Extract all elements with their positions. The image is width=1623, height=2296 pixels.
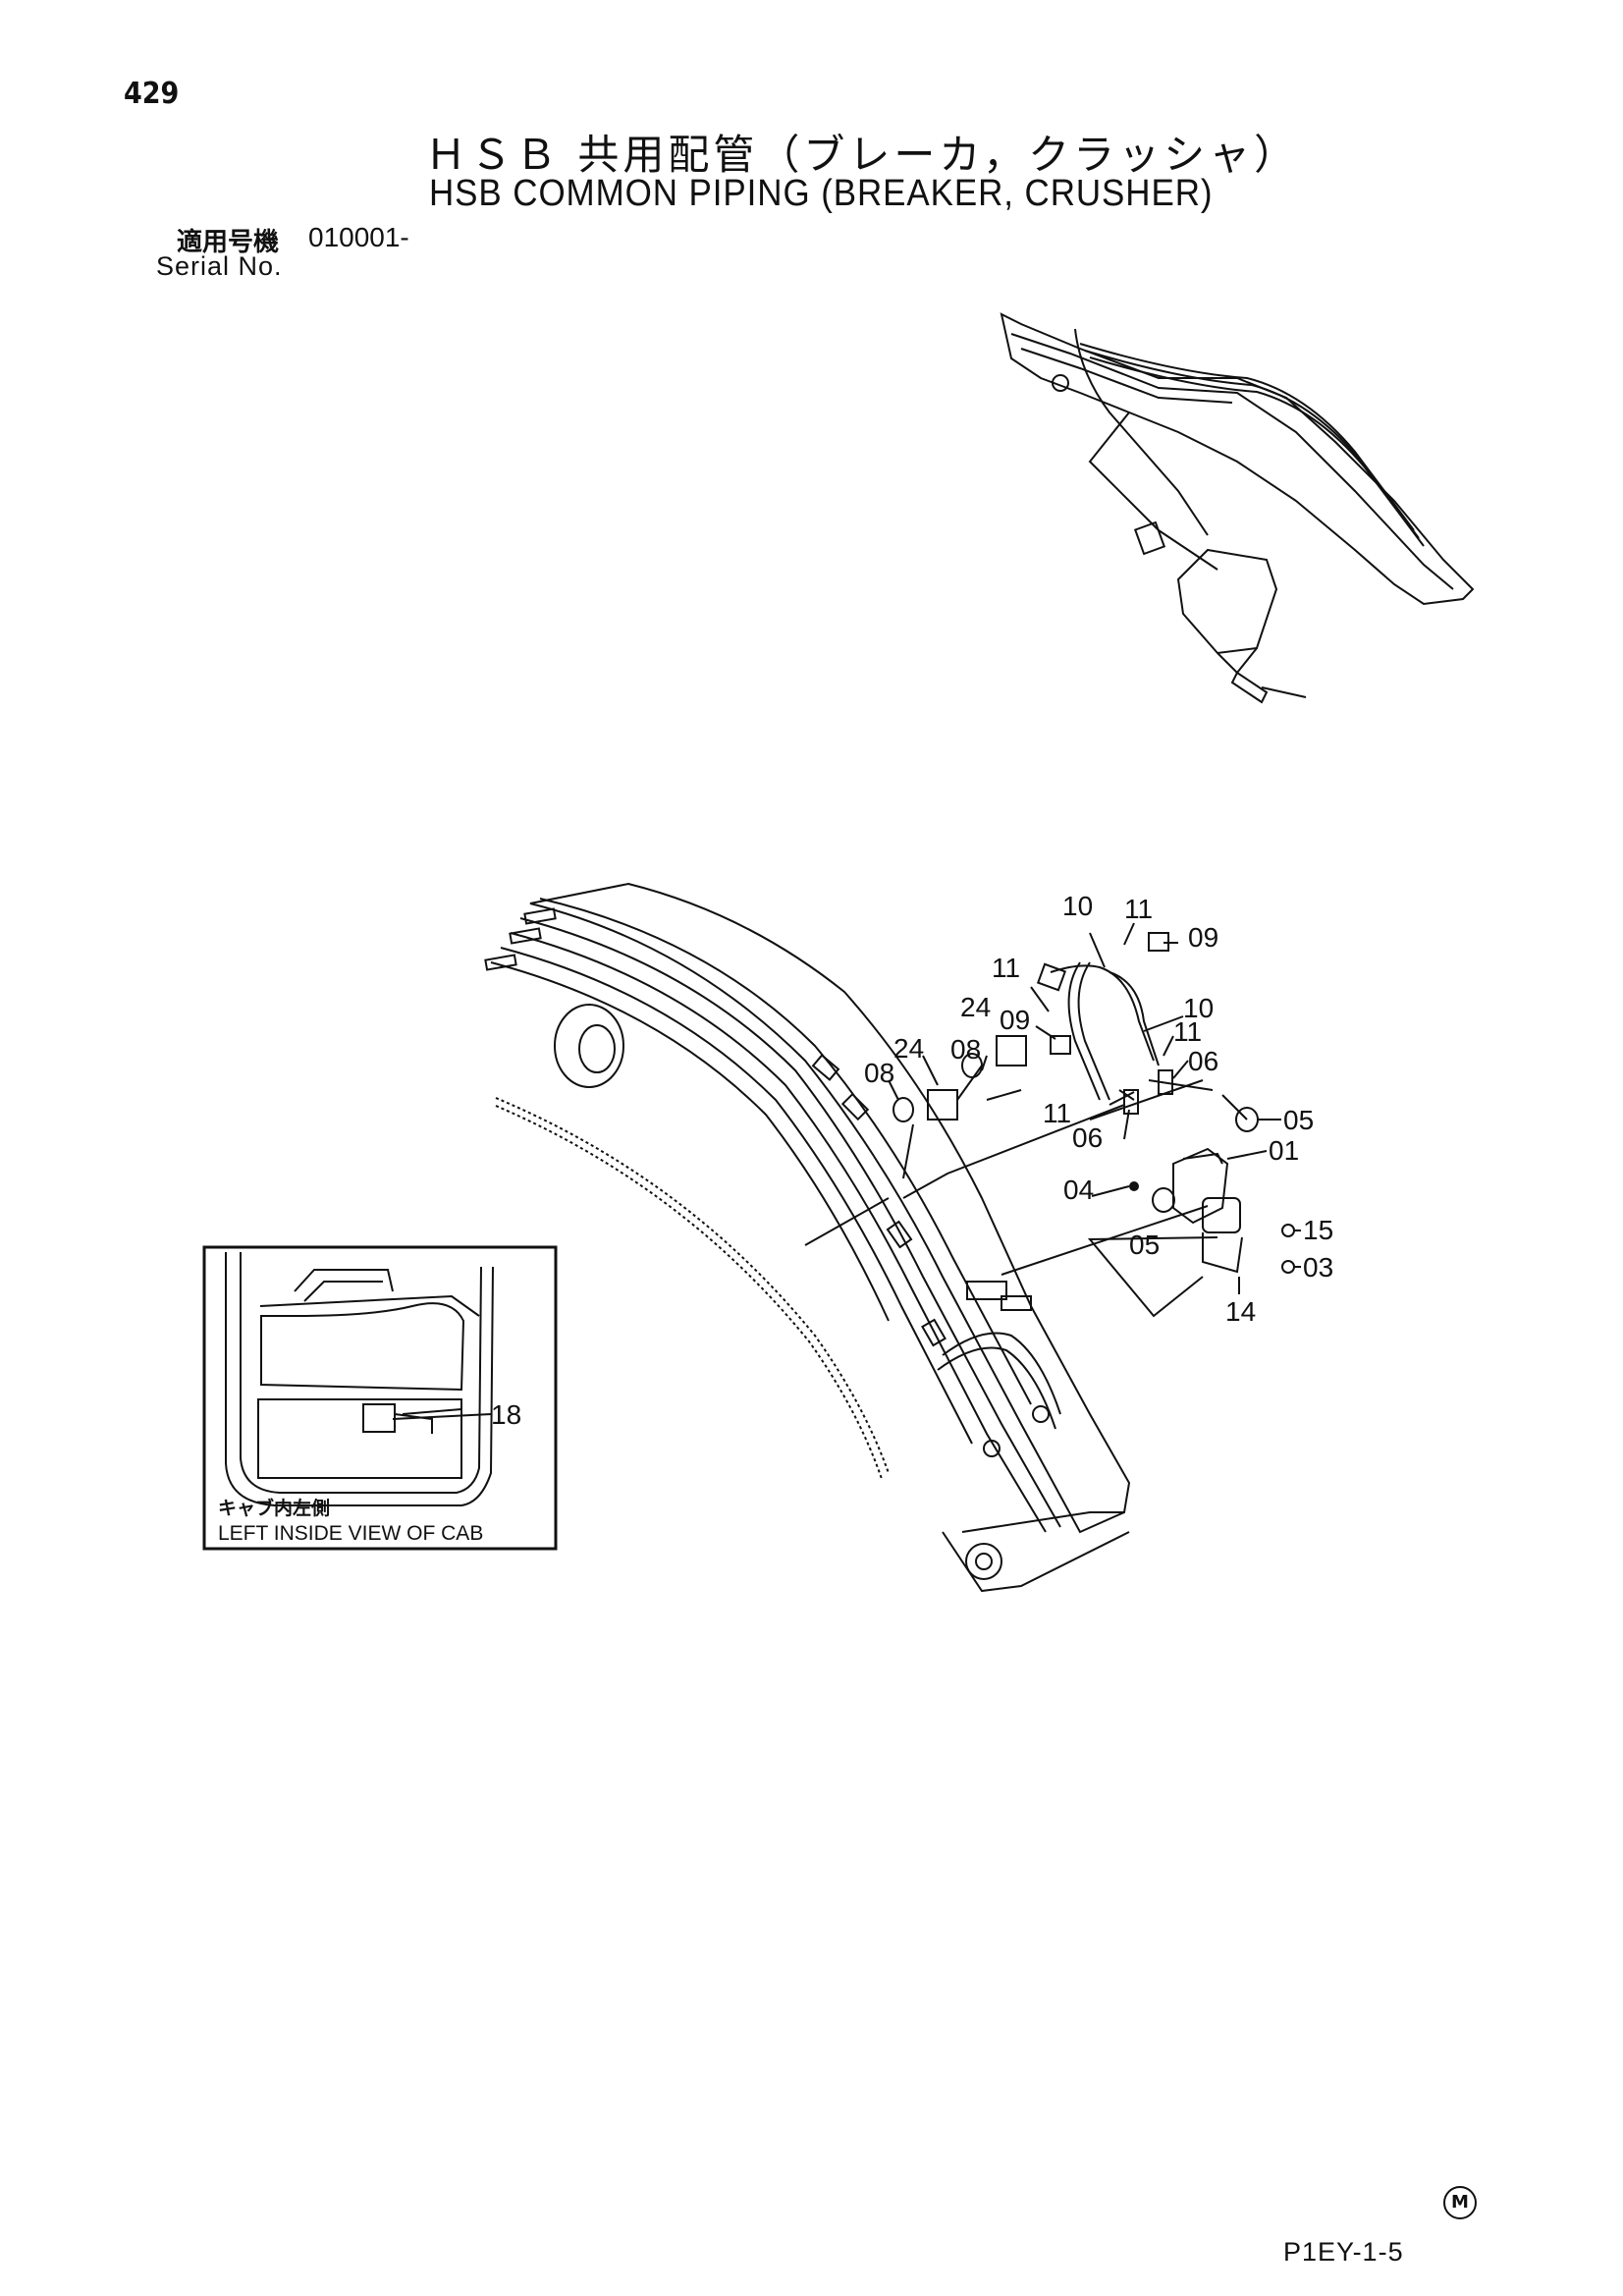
callout-label: 03	[1303, 1252, 1333, 1283]
body-outline-arc	[495, 1097, 890, 1474]
serial-number-value: 010001-	[308, 222, 409, 252]
callout-label: 14	[1225, 1296, 1256, 1327]
callout-label: 04	[1063, 1175, 1094, 1205]
callout-label: 05	[1129, 1230, 1160, 1260]
page-title-english: HSB COMMON PIPING (BREAKER, CRUSHER)	[429, 173, 1214, 214]
inset-caption-japanese: キャブ内左側	[218, 1497, 330, 1519]
callout-label: 06	[1188, 1046, 1218, 1076]
footer-circle-mark: M	[1443, 2186, 1477, 2219]
callout-label: 15	[1303, 1215, 1333, 1245]
callout-label: 09	[1000, 1005, 1030, 1035]
cab-inset	[202, 1245, 558, 1551]
callout-label: 11	[1043, 1098, 1071, 1128]
inset-part-label: 18	[491, 1399, 521, 1430]
pipe-assembly	[804, 932, 1295, 1318]
callout-label: 24	[893, 1033, 924, 1064]
callout-label: 11	[1124, 894, 1153, 924]
callout-label: 06	[1072, 1122, 1103, 1153]
footer-page-code: P1EY-1-5	[1283, 2237, 1404, 2267]
serial-label-japanese: 適用号機	[177, 228, 280, 257]
page-title-japanese: ＨＳＢ 共用配管（ブレーカ，クラッシャ）	[425, 131, 1300, 179]
page-number: 429	[124, 77, 180, 111]
callout-label: 09	[1188, 922, 1218, 953]
main-boom-illustration	[484, 882, 1131, 1593]
callout-labels: 10 11 09 11 10 24 09 11 06 24 08 08 11 0…	[491, 891, 1333, 1430]
callout-label: 11	[1173, 1016, 1202, 1047]
serial-label-english: Serial No.	[156, 251, 283, 281]
callout-label: 10	[1183, 993, 1214, 1023]
callout-leaders	[888, 922, 1301, 1294]
boom-foot-boss	[554, 1004, 624, 1088]
callout-label: 08	[864, 1058, 894, 1088]
callout-label: 01	[1269, 1135, 1299, 1166]
callout-label: 24	[960, 992, 991, 1022]
callout-label: 10	[1062, 891, 1093, 921]
callout-label: 05	[1283, 1105, 1314, 1135]
overview-boom-illustration	[1000, 312, 1475, 704]
inset-caption-english: LEFT INSIDE VIEW OF CAB	[218, 1522, 483, 1545]
callout-label: 08	[950, 1034, 981, 1065]
callout-label: 11	[992, 953, 1020, 983]
